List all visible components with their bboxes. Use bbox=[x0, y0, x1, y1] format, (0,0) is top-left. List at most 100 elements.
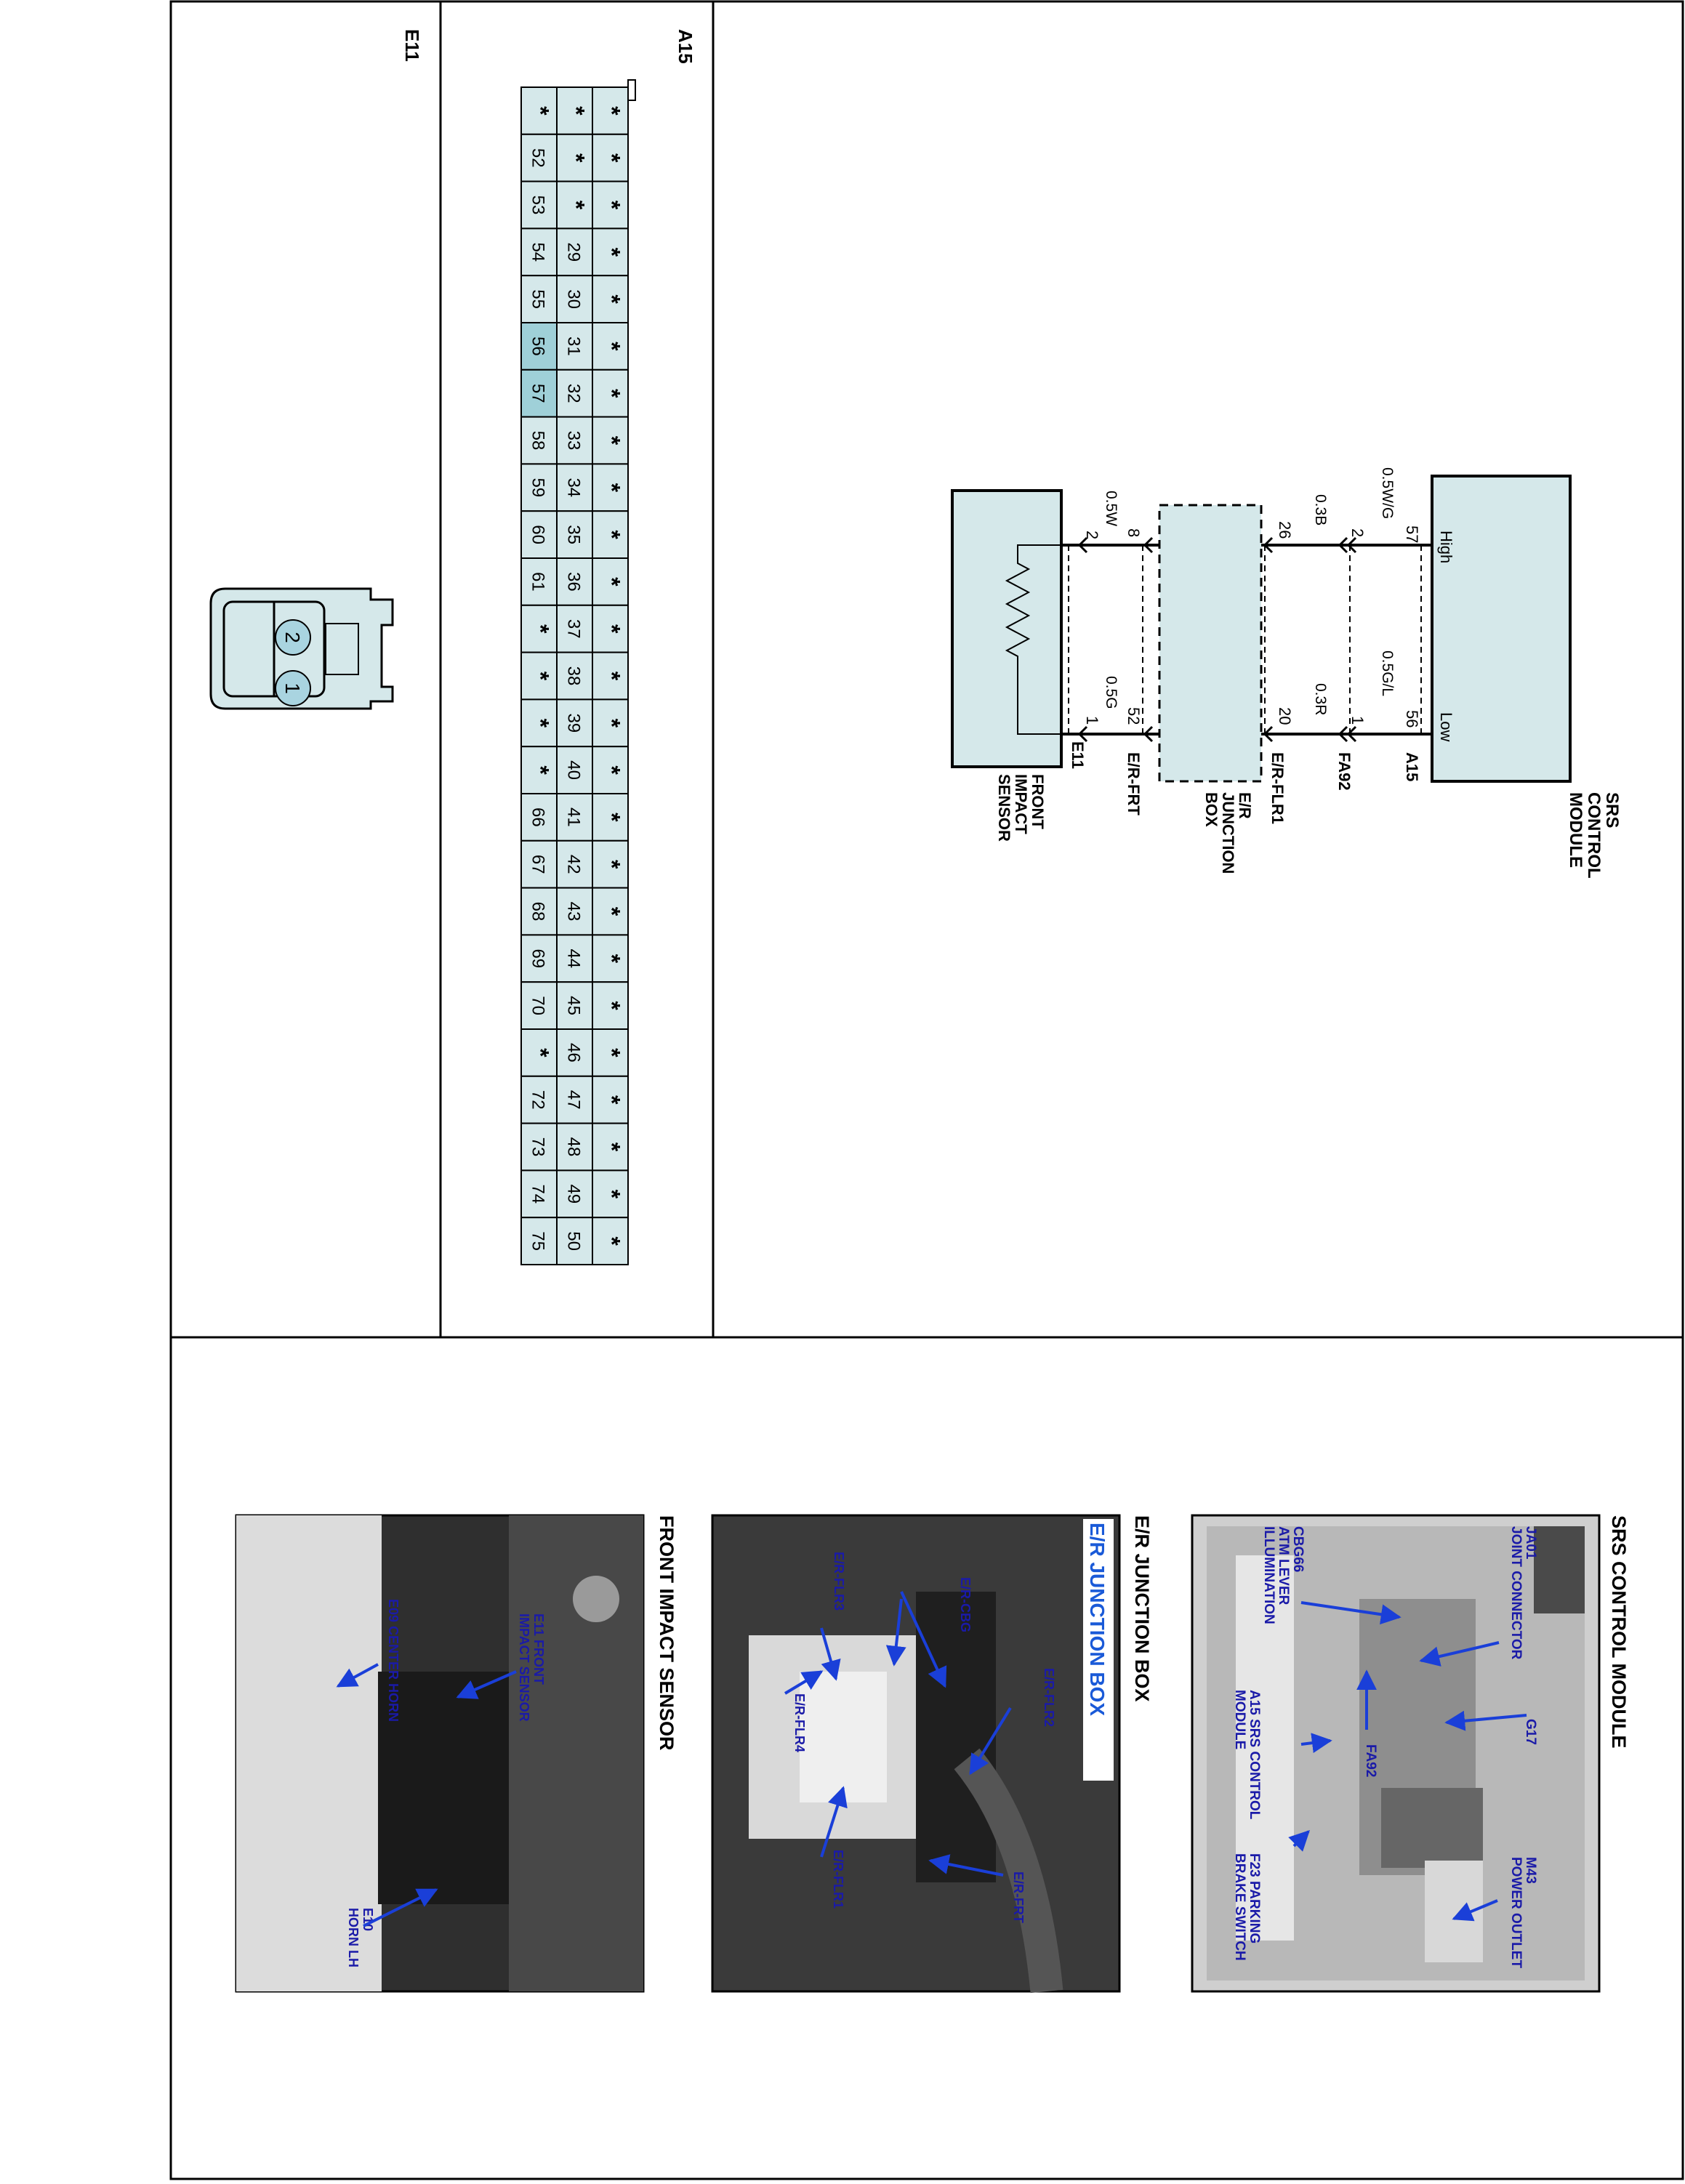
a15-pin-label: 35 bbox=[564, 525, 584, 544]
a15-pin-label: 69 bbox=[528, 948, 548, 968]
srs-callout-fa92: FA92 bbox=[1363, 1744, 1378, 1777]
a15-pin-cell bbox=[592, 887, 629, 936]
a15-pin-label: * bbox=[599, 294, 625, 304]
a15-pin-label: * bbox=[528, 672, 554, 681]
a15-pin-cell bbox=[556, 698, 593, 748]
er-junction-box bbox=[1158, 504, 1263, 783]
fa92-connector bbox=[1338, 536, 1357, 743]
a15-pin-cell bbox=[592, 368, 629, 418]
a15-pin-label: 44 bbox=[564, 948, 584, 968]
a15-pin-cell bbox=[520, 1028, 558, 1077]
svg-text:A15 SRS CONTROL: A15 SRS CONTROL bbox=[1247, 1690, 1262, 1820]
a15-pin-label: 74 bbox=[528, 1184, 548, 1204]
svg-text:G17: G17 bbox=[1523, 1719, 1538, 1745]
srs-module-line-1: SRS bbox=[1602, 792, 1622, 828]
srs-callout-ja01: JA01 JOINT CONNECTOR bbox=[1508, 1526, 1538, 1660]
srs-callout-a15: A15 SRS CONTROL MODULE bbox=[1232, 1690, 1262, 1820]
a15-pin-cell bbox=[520, 934, 558, 983]
a15-pin-cell bbox=[520, 416, 558, 465]
a15-pin-label: * bbox=[599, 483, 625, 493]
a15-pin-cell bbox=[592, 934, 629, 983]
a15-pin-label: * bbox=[563, 153, 590, 163]
a15-pin-label: * bbox=[599, 153, 625, 163]
a15-label: A15 bbox=[1403, 752, 1421, 781]
fa92-label: FA92 bbox=[1335, 752, 1354, 791]
a15-pin-label: * bbox=[599, 201, 625, 210]
a15-pin-label: 58 bbox=[528, 431, 548, 451]
a15-pin-cell bbox=[520, 604, 558, 653]
a15-pin-cell bbox=[520, 1217, 558, 1265]
sensor-callout-e09: E09 CENTER HORN bbox=[386, 1599, 401, 1722]
a15-pin-label: * bbox=[599, 672, 625, 681]
a15-pin-label: * bbox=[599, 813, 625, 822]
a15-pin-label: 67 bbox=[528, 855, 548, 874]
a15-pin-cell bbox=[556, 1075, 593, 1124]
a15-pin-label: * bbox=[599, 436, 625, 446]
svg-text:CBG66: CBG66 bbox=[1290, 1526, 1306, 1572]
erfrt-label: E/R-FRT bbox=[1125, 752, 1143, 815]
a15-pin-label: 37 bbox=[564, 619, 584, 639]
junction-arrows bbox=[784, 1591, 1012, 1877]
erflr1-label: E/R-FLR1 bbox=[1268, 752, 1287, 824]
a15-pin-cell bbox=[556, 463, 593, 512]
fa92-pin-1: 1 bbox=[1348, 716, 1367, 725]
a15-pin-label: 33 bbox=[564, 431, 584, 451]
a15-pin-label: * bbox=[599, 860, 625, 869]
svg-text:E09 CENTER HORN: E09 CENTER HORN bbox=[386, 1599, 401, 1722]
a15-pin-label: 72 bbox=[528, 1090, 548, 1110]
a15-pin-label: 32 bbox=[564, 384, 584, 403]
srs-callout-f23: F23 PARKING BRAKE SWITCH bbox=[1232, 1853, 1262, 1961]
connector-dashes bbox=[1142, 545, 1422, 734]
a15-pin-cell bbox=[520, 133, 558, 182]
a15-pin-cell bbox=[592, 604, 629, 653]
a15-pin-cell bbox=[520, 793, 558, 842]
a15-pin-label: 38 bbox=[564, 666, 584, 686]
high-label: High bbox=[1437, 531, 1455, 563]
a15-pin-cell bbox=[520, 839, 558, 889]
a15-pin-cell bbox=[520, 746, 558, 794]
e11-title: E11 bbox=[401, 29, 423, 62]
a15-pin-label: * bbox=[599, 1236, 625, 1246]
a15-pin-label: * bbox=[599, 248, 625, 257]
a15-pin-label: 49 bbox=[564, 1184, 584, 1204]
a15-pin-cell bbox=[520, 86, 558, 135]
a15-pin-cell bbox=[520, 557, 558, 606]
wire-top-high: 0.5W/G bbox=[1379, 467, 1396, 519]
a15-pin-label: 60 bbox=[528, 525, 548, 544]
a15-pin-label: 30 bbox=[564, 289, 584, 309]
a15-pin-label: 48 bbox=[564, 1137, 584, 1157]
a15-pin-label: * bbox=[599, 342, 625, 351]
wire-bottom-low: 0.5G bbox=[1103, 676, 1119, 709]
svg-text:BRAKE SWITCH: BRAKE SWITCH bbox=[1232, 1853, 1247, 1961]
a15-pin-label: * bbox=[528, 1048, 554, 1057]
a15-pin-label: 75 bbox=[528, 1231, 548, 1251]
svg-text:M43: M43 bbox=[1523, 1857, 1538, 1884]
a15-pin-cell bbox=[592, 1169, 629, 1219]
junction-callouts: E/R-CBG E/R-FLR3 E/R-FLR4 E/R-FLR2 E/R-F… bbox=[792, 1552, 1056, 1923]
srs-module-line-3: MODULE bbox=[1566, 792, 1585, 868]
erflr1-pin-20: 20 bbox=[1276, 707, 1294, 725]
a15-pin-label: * bbox=[599, 624, 625, 634]
front-impact-sensor: FRONT IMPACT SENSOR bbox=[951, 489, 1063, 842]
connector-e11-panel: E11 2 1 bbox=[209, 29, 423, 710]
a15-pin-cell bbox=[556, 557, 593, 606]
a15-pin-label: 52 bbox=[528, 148, 548, 168]
srs-callout-cbg66: CBG66 ATM LEVER ILLUMINATION bbox=[1261, 1526, 1306, 1624]
photo-front-impact-sensor: FRONT IMPACT SENSOR E09 CENTER HORN E11 … bbox=[235, 1514, 677, 1993]
a15-pin-label: * bbox=[599, 907, 625, 916]
a15-pin-cell bbox=[556, 981, 593, 1030]
wire-mid-low: 0.3R bbox=[1312, 683, 1329, 715]
a15-pin-label: 57 bbox=[528, 384, 548, 403]
sensor-line-2: IMPACT bbox=[1012, 774, 1030, 834]
a15-pin-label: * bbox=[528, 106, 554, 116]
schematic-panel: High Low SRS CONTROL MODULE 57 56 A15 0.… bbox=[951, 467, 1622, 879]
a15-pin-cell bbox=[520, 180, 558, 230]
a15-pin-label: 41 bbox=[564, 807, 584, 827]
erfrt-pin-8: 8 bbox=[1125, 528, 1143, 537]
a15-pin-label: * bbox=[599, 1190, 625, 1199]
a15-title: A15 bbox=[675, 29, 696, 64]
a15-pin-label: 39 bbox=[564, 713, 584, 733]
a15-pin-label: * bbox=[599, 1143, 625, 1152]
a15-pin-cell bbox=[520, 368, 558, 418]
